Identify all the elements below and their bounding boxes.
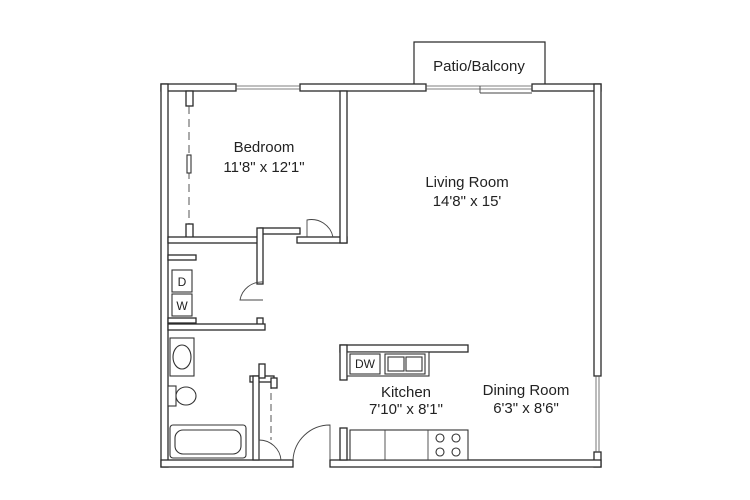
- bedroom-size: 11'8" x 12'1": [223, 159, 304, 176]
- dining-room-size: 6'3" x 8'6": [493, 400, 559, 417]
- kitchen-size: 7'10" x 8'1": [369, 401, 443, 418]
- bedroom-label: Bedroom: [234, 139, 295, 156]
- dining-room-label: Dining Room: [483, 382, 570, 399]
- living-room: Living Room 14'8" x 15': [425, 174, 508, 210]
- patio-label: Patio/Balcony: [433, 58, 525, 75]
- bathroom: [167, 323, 282, 461]
- kitchen: DW Kitchen 7'10" x 8'1": [339, 344, 469, 461]
- dishwasher-label: DW: [355, 357, 376, 371]
- windows: [236, 85, 600, 452]
- patio-balcony: Patio/Balcony: [413, 41, 546, 84]
- living-room-size: 14'8" x 15': [433, 193, 502, 210]
- laundry: D W: [167, 227, 301, 329]
- entry-door: [292, 424, 331, 461]
- bedroom: Bedroom 11'8" x 12'1": [167, 90, 348, 244]
- dining-room: Dining Room 6'3" x 8'6": [483, 382, 570, 417]
- washer-label: W: [176, 299, 188, 313]
- living-room-label: Living Room: [425, 174, 508, 191]
- kitchen-label: Kitchen: [381, 384, 431, 401]
- dryer-label: D: [178, 275, 187, 289]
